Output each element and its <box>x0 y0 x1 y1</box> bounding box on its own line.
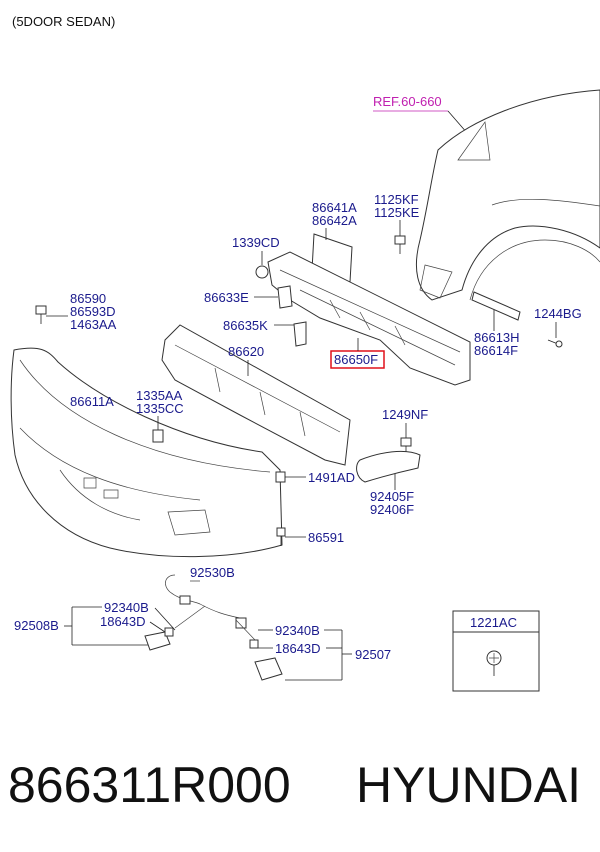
label-86641A: 86641A <box>312 200 357 215</box>
clip-1491AD-icon <box>275 471 286 483</box>
label-92530B: 92530B <box>190 565 235 580</box>
label-92340B-left: 92340B <box>104 600 149 615</box>
highlight-box-86650F <box>330 350 385 369</box>
label-92406F: 92406F <box>370 502 414 517</box>
label-1463AA: 1463AA <box>70 317 117 332</box>
bracket-86633E <box>277 285 293 309</box>
label-86593D: 86593D <box>70 304 116 319</box>
side-bracket-86613H <box>471 291 521 321</box>
footer: 866311R000 HYUNDAI <box>0 755 600 835</box>
label-18643D-left: 18643D <box>100 614 146 629</box>
label-86611A: 86611A <box>70 394 114 409</box>
bracket-86635K <box>293 321 307 347</box>
label-86613H: 86613H <box>474 330 520 345</box>
label-92508B: 92508B <box>14 618 59 633</box>
footer-part-number: 866311R000 <box>8 757 291 813</box>
screw-1244BG-icon <box>547 339 563 348</box>
label-1244BG: 1244BG <box>534 306 582 321</box>
license-lamp-right <box>249 639 283 681</box>
label-1125KE: 1125KE <box>374 205 420 220</box>
label-1335CC: 1335CC <box>136 401 184 416</box>
label-86591: 86591 <box>308 530 344 545</box>
label-86614F: 86614F <box>474 343 518 358</box>
energy-absorber-86620 <box>161 324 351 466</box>
footer-brand: HYUNDAI <box>356 757 582 813</box>
bolt-1125KF-icon <box>394 235 406 254</box>
label-1249NF: 1249NF <box>382 407 428 422</box>
rear-bumper-cover-86611A <box>10 347 283 558</box>
wiring-harness-92530B <box>165 574 256 641</box>
leaders-left-lamp <box>64 606 176 646</box>
screw-86591-icon <box>276 527 286 546</box>
license-lamp-left <box>144 627 174 651</box>
screw-1221AC-icon <box>486 650 502 676</box>
label-86650F: 86650F <box>334 352 378 367</box>
leaders-right-lamp <box>250 629 352 681</box>
label-92340B-right: 92340B <box>275 623 320 638</box>
ref-label: REF.60-660 <box>373 94 442 109</box>
label-1221AC: 1221AC <box>470 615 517 630</box>
reflector-92405F <box>356 450 421 483</box>
label-86590: 86590 <box>70 291 106 306</box>
clip-86590-icon <box>35 305 47 324</box>
variant-label: (5DOOR SEDAN) <box>12 14 115 29</box>
label-86620: 86620 <box>228 344 264 359</box>
nut-1339CD-icon <box>255 265 269 279</box>
label-86635K: 86635K <box>223 318 268 333</box>
label-86642A: 86642A <box>312 213 357 228</box>
label-92405F: 92405F <box>370 489 414 504</box>
label-1339CD: 1339CD <box>232 235 280 250</box>
label-92507: 92507 <box>355 647 391 662</box>
label-1491AD: 1491AD <box>308 470 355 485</box>
label-1335AA: 1335AA <box>136 388 183 403</box>
car-body-quarter-panel <box>415 89 600 301</box>
label-1125KF: 1125KF <box>374 192 419 207</box>
clip-1335AA-icon <box>152 429 164 443</box>
label-86633E: 86633E <box>204 290 249 305</box>
label-18643D-right: 18643D <box>275 641 321 656</box>
